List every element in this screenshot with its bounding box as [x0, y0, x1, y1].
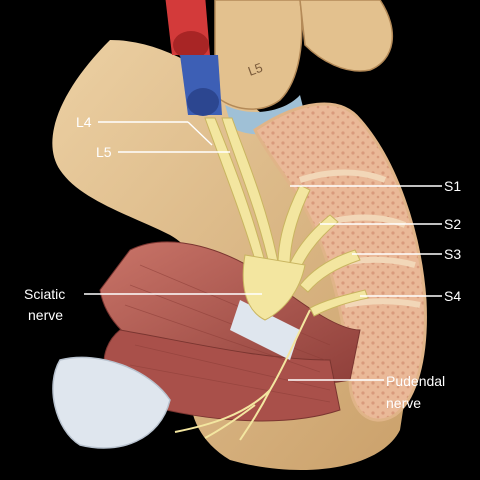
sciatic-nerve-trunk: [242, 254, 306, 321]
label-sciatic-line1: Sciatic: [24, 286, 65, 302]
spinous-process: [299, 0, 394, 72]
vertebra-l5-label: L5: [246, 60, 265, 79]
label-sciatic-line2: nerve: [28, 307, 63, 323]
sacral-plexus: [204, 117, 369, 321]
label-s1: S1: [444, 178, 461, 194]
label-s4: S4: [444, 288, 461, 304]
label-l5: L5: [96, 144, 112, 160]
leader-lines: [84, 121, 442, 381]
sacrotuberous-ligament: [52, 356, 171, 449]
label-s3: S3: [444, 246, 461, 262]
sacrospinous-ligament: [230, 300, 300, 360]
l5-vertebra: [214, 0, 303, 110]
label-pudendal-line2: nerve: [386, 395, 421, 411]
s3-root: [299, 249, 361, 293]
label-l4: L4: [76, 114, 92, 130]
label-s2: S2: [444, 216, 461, 232]
iliac-vessels: [165, 0, 222, 116]
s4-root: [309, 289, 369, 317]
l4-leader-bend: [187, 121, 213, 146]
label-pudendal-line1: Pudendal: [386, 373, 445, 389]
pudendal-nerve: [174, 309, 311, 441]
